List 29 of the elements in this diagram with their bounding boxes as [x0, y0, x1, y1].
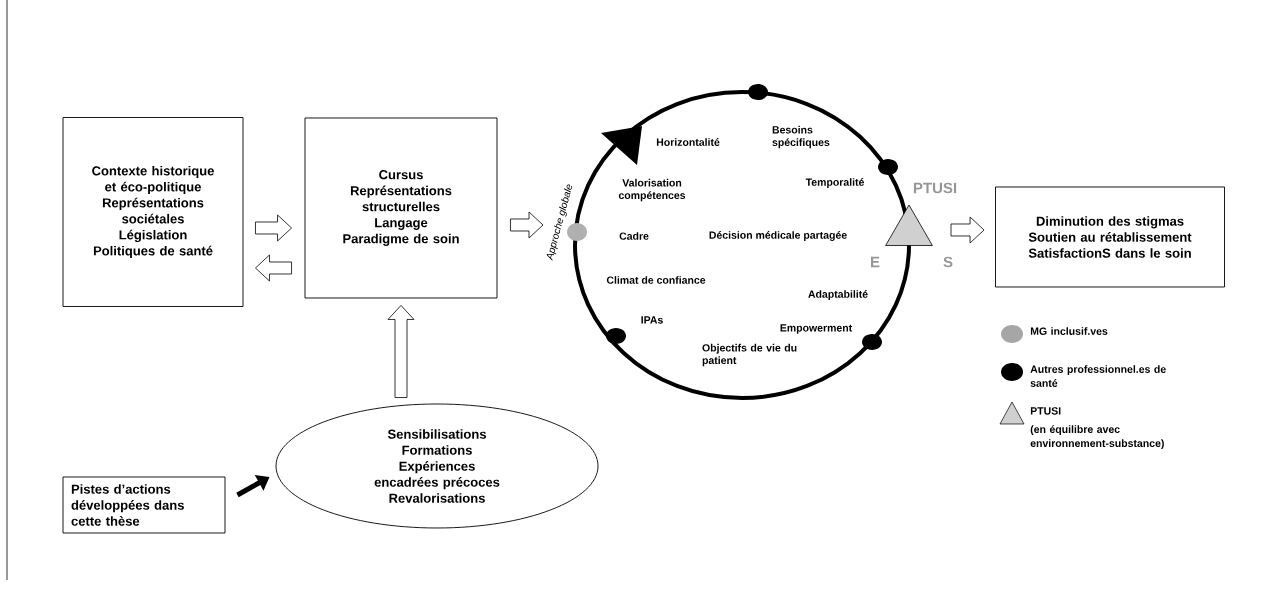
- cycle-label: Décision médicale partagée: [709, 231, 847, 241]
- cycle-label: Horizontalité: [656, 138, 720, 146]
- ellipse-node: Sensibilisations Formations Expériences encadrées précoces Revalorisations: [275, 403, 599, 529]
- block-arrow: [387, 305, 415, 398]
- text-box: Cursus Représentations structurelles Langage Paradigme de soin: [304, 117, 498, 299]
- cycle-label: Objectifs de vie du patient: [702, 343, 797, 367]
- legend-note: (en équilibre avec environnement-substance): [1030, 425, 1164, 450]
- triangle-label: PTUSI: [913, 182, 957, 194]
- text-box: Diminution des stigmas Soutien au rétablissement SatisfactionS dans le soin: [995, 186, 1225, 288]
- triangle-label: E: [871, 256, 880, 268]
- legend-label: Autres professionnel.es de santé: [1030, 365, 1166, 387]
- cycle-label: Cadre: [619, 232, 649, 240]
- legend-label: MG inclusif.ves: [1030, 327, 1108, 335]
- block-arrow: [950, 216, 985, 244]
- cycle-label: Valorisation compétences: [618, 178, 686, 202]
- text-box: Contexte historique et éco-politique Représentations sociétales Législation Politiques de santé: [62, 117, 244, 307]
- block-arrow: [255, 254, 292, 282]
- cycle-label: Adaptabilité: [808, 290, 868, 300]
- cycle-label: Climat de confiance: [606, 276, 706, 284]
- cycle-label: IPAs: [641, 316, 663, 324]
- legend-label: PTUSI: [1030, 407, 1061, 415]
- block-arrow: [255, 214, 292, 242]
- cycle-label: Temporalité: [805, 178, 864, 188]
- cycle-label: Besoins spécifiques: [772, 125, 830, 149]
- rotated-label: Approche globale: [546, 184, 572, 261]
- block-arrow: [510, 211, 544, 239]
- cycle-label: Empowerment: [780, 324, 853, 334]
- text-box: Pistes d’actions développées dans cette thèse: [62, 476, 226, 534]
- triangle-label: S: [943, 256, 953, 268]
